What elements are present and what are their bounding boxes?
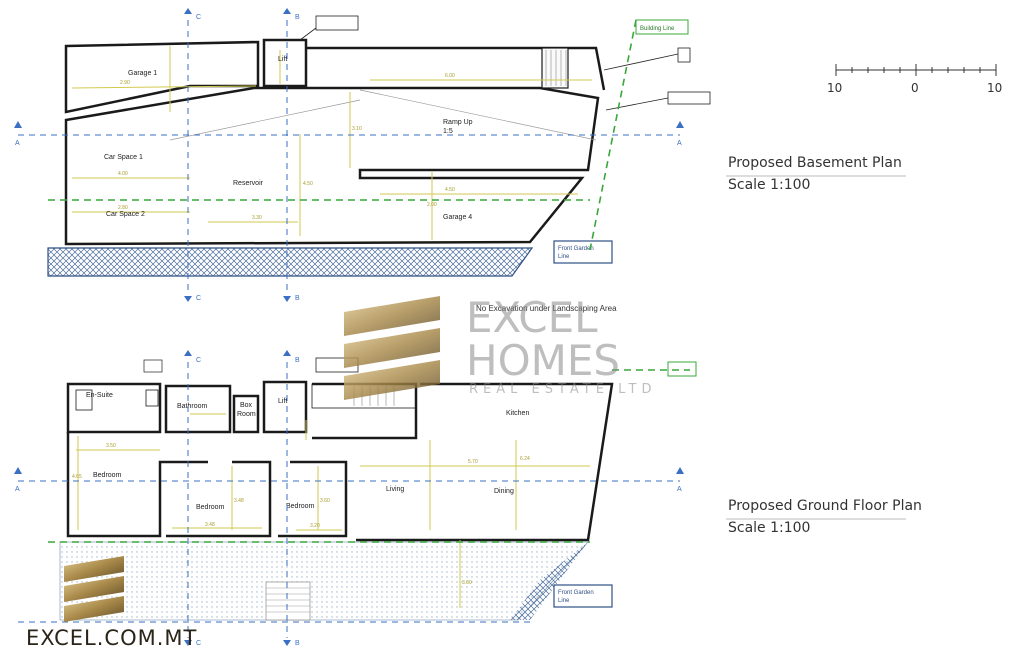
- scale-mid-label: 0: [911, 81, 919, 95]
- room-bedroom-3: Bedroom: [286, 503, 315, 510]
- room-ramp-up: Ramp Up: [443, 119, 473, 126]
- basement-garden-strip: [47, 247, 534, 277]
- svg-text:2.00: 2.00: [427, 202, 437, 208]
- front-garden-tag-basement: [553, 240, 613, 264]
- section-a-label-left-2: A: [15, 486, 20, 493]
- watermark-logo: [344, 296, 440, 400]
- room-box-line1: Box: [240, 402, 253, 409]
- front-garden-tag-ground: [553, 584, 613, 608]
- section-c-label-3: C: [196, 357, 201, 364]
- ground-floor-plan: 3.50 4.65 3.48 3.48 3.20 3.60 5.70 6.24 3.00 E…: [59, 357, 697, 621]
- svg-text:2.80: 2.80: [118, 205, 128, 211]
- building-line-label: Building Line: [640, 26, 675, 32]
- section-a-label-left-1: A: [15, 140, 20, 147]
- room-lift-ground: Lift: [278, 398, 287, 405]
- excavation-note: No Excavation under Landscaping Area: [476, 304, 617, 313]
- footer-logo-mark: [64, 556, 124, 622]
- svg-text:6.24: 6.24: [520, 456, 530, 462]
- svg-text:REAL ESTATE LTD: REAL ESTATE LTD: [469, 382, 657, 397]
- room-lift-basement: Lift: [278, 56, 287, 63]
- green-boundary-lines: [48, 19, 690, 543]
- svg-text:4.00: 4.00: [118, 171, 128, 177]
- scale-left-label: 10: [827, 81, 842, 95]
- watermark-text: EXCEL HOMES REAL ESTATE LTD: [466, 293, 657, 397]
- section-c-label-2: C: [196, 295, 201, 302]
- section-c-label-1: C: [196, 14, 201, 21]
- scale-bar: [835, 64, 997, 76]
- svg-text:2.90: 2.90: [120, 80, 130, 86]
- scale-right-label: 10: [987, 81, 1002, 95]
- svg-text:3.48: 3.48: [234, 498, 244, 504]
- front-garden-g-label-2: Line: [558, 598, 570, 604]
- room-en-suite: En-Suite: [86, 392, 113, 399]
- ramp-ratio: 1:5: [443, 128, 453, 135]
- basement-walls: [64, 38, 606, 246]
- basement-scale: Scale 1:100: [728, 177, 811, 193]
- ground-walls: [66, 380, 614, 542]
- svg-text:3.30: 3.30: [252, 215, 262, 221]
- svg-text:3.48: 3.48: [205, 522, 215, 528]
- basement-dimensions: [71, 46, 592, 240]
- basement-title: Proposed Basement Plan: [728, 155, 902, 171]
- section-lines: [18, 20, 680, 638]
- svg-text:3.20: 3.20: [310, 523, 320, 529]
- room-box-line2: Room: [237, 411, 256, 418]
- room-bathroom: Bathroom: [177, 403, 208, 410]
- front-garden-label-1: Front Garden: [558, 246, 594, 252]
- svg-text:4.50: 4.50: [303, 181, 313, 187]
- building-line-tag: [635, 19, 689, 35]
- svg-text:3.10: 3.10: [352, 126, 362, 132]
- ground-title: Proposed Ground Floor Plan: [728, 498, 922, 514]
- svg-text:5.70: 5.70: [468, 459, 478, 465]
- room-dining: Dining: [494, 488, 514, 495]
- svg-text:4.50: 4.50: [445, 187, 455, 193]
- section-b-label-4: B: [295, 640, 300, 647]
- website-label: EXCEL.COM.MT: [26, 626, 198, 650]
- front-garden-label-2: Line: [558, 254, 570, 260]
- svg-text:6.00: 6.00: [445, 73, 455, 79]
- svg-text:3.50: 3.50: [106, 443, 116, 449]
- room-car-space-1: Car Space 1: [104, 154, 143, 161]
- svg-text:EXCEL: EXCEL: [466, 293, 598, 342]
- section-markers: [14, 8, 684, 646]
- section-c-label-4: C: [196, 640, 201, 647]
- svg-text:3.00: 3.00: [462, 580, 472, 586]
- room-reservoir: Reservoir: [233, 180, 264, 187]
- section-a-label-right-2: A: [677, 486, 682, 493]
- front-garden-g-label-1: Front Garden: [558, 590, 594, 596]
- basement-plan: 2.90 4.00 2.80 3.30 4.50 3.10 4.50 6.00 2.00 G…: [47, 15, 711, 277]
- room-car-space-2: Car Space 2: [106, 211, 145, 218]
- room-bedroom-2: Bedroom: [196, 504, 225, 511]
- ground-scale: Scale 1:100: [728, 520, 811, 536]
- svg-text:3.60: 3.60: [320, 498, 330, 504]
- section-b-label-2: B: [295, 295, 300, 302]
- room-living: Living: [386, 486, 404, 493]
- ground-dimensions: [76, 413, 590, 608]
- section-b-label-3: B: [295, 357, 300, 364]
- svg-text:HOMES: HOMES: [466, 336, 620, 385]
- svg-text:4.65: 4.65: [72, 474, 82, 480]
- room-bedroom-main: Bedroom: [93, 472, 122, 479]
- room-garage-1: Garage 1: [128, 70, 157, 77]
- ground-garden-area: [59, 541, 589, 621]
- section-b-label-1: B: [295, 14, 300, 21]
- section-a-label-right-1: A: [677, 140, 682, 147]
- room-kitchen: Kitchen: [506, 410, 529, 417]
- room-garage-4: Garage 4: [443, 214, 472, 221]
